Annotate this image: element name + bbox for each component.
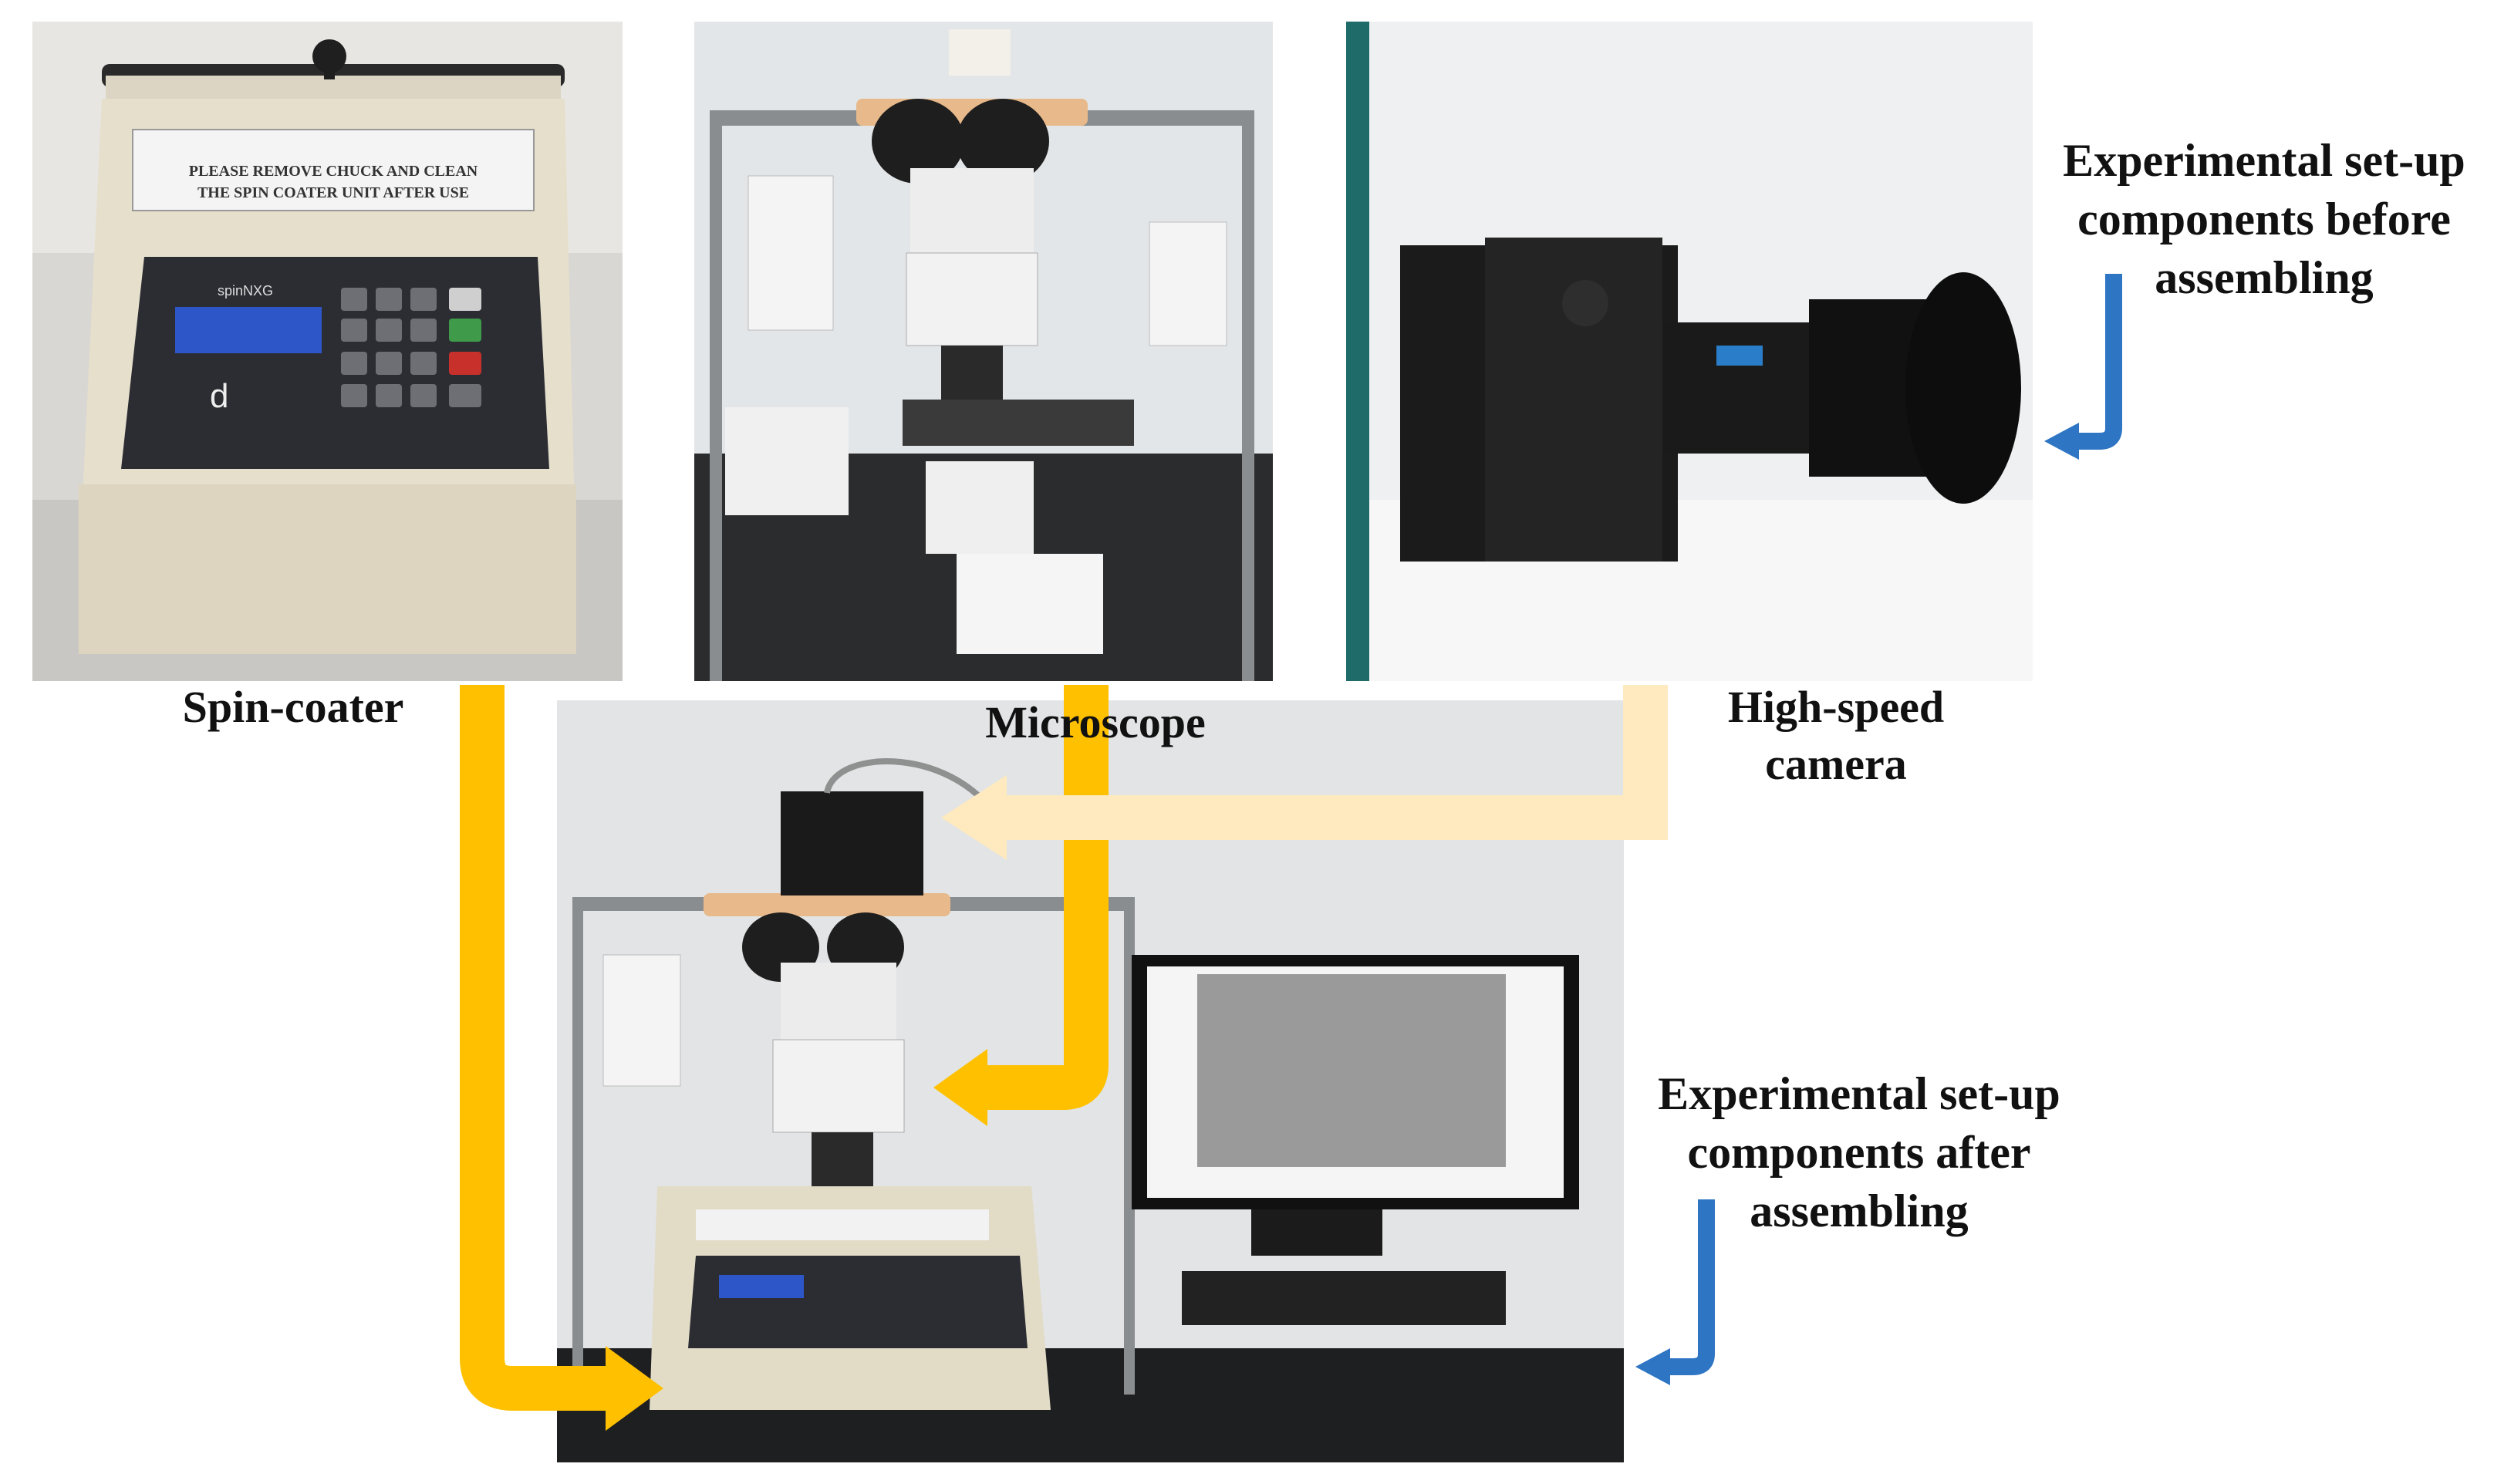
sign-line-2: THE SPIN COATER UNIT AFTER USE <box>197 184 469 201</box>
high-speed-camera-label: High-speed camera <box>1727 682 1945 789</box>
microscope-label: Microscope <box>985 697 1206 747</box>
svg-text:d: d <box>210 377 228 415</box>
sign-line-1: PLEASE REMOVE CHUCK AND CLEAN <box>189 163 478 180</box>
brand-text: spinNXG <box>218 283 273 298</box>
spin-coater-label: Spin-coater <box>182 682 404 732</box>
high-speed-camera-photo <box>1346 22 2033 681</box>
spin-coater-photo: PLEASE REMOVE CHUCK AND CLEAN THE SPIN C… <box>32 22 623 681</box>
assembled-setup-photo <box>557 700 1624 1462</box>
after-assembling-label: Experimental set-up components after ass… <box>1658 1068 2060 1237</box>
microscope-photo <box>694 22 1273 681</box>
before-assembling-label: Experimental set-up components before as… <box>2063 135 2465 304</box>
